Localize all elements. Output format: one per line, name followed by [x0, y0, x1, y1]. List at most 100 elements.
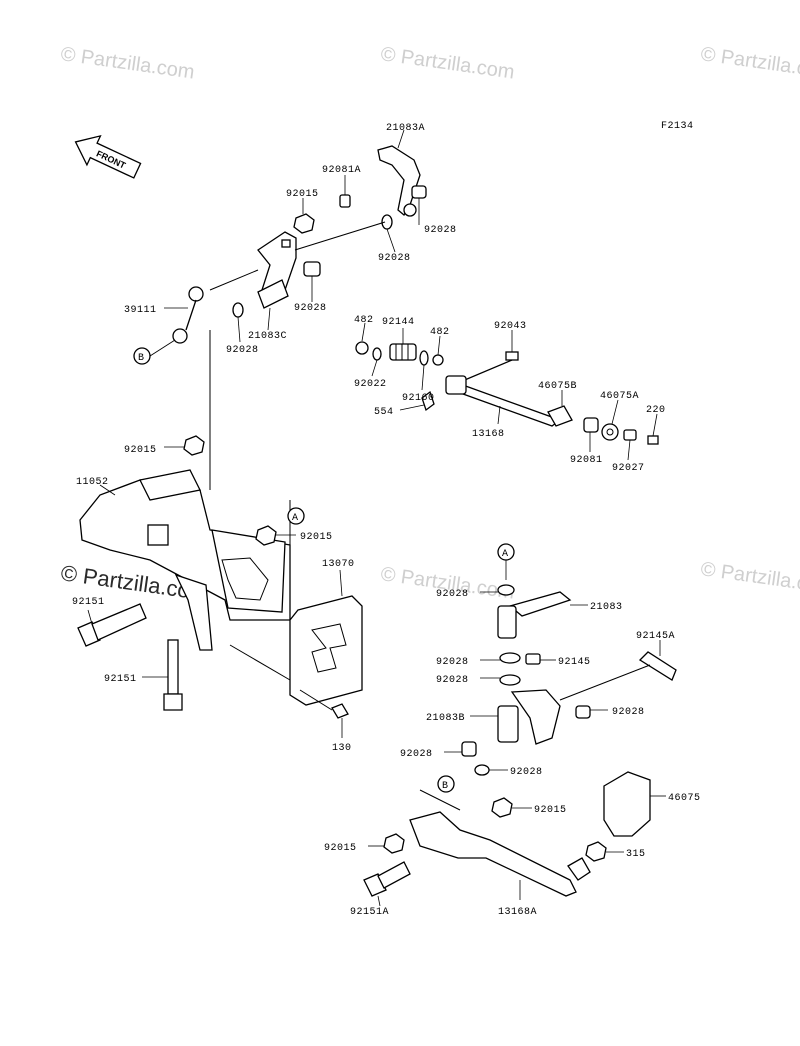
shaft-13168 [445, 375, 562, 427]
guide-line [229, 644, 291, 681]
nut-92015-low [491, 797, 532, 818]
front-arrow-icon: FRONT [74, 134, 142, 179]
part-number: 92015 [300, 532, 333, 543]
part-number: 92028 [436, 589, 469, 600]
bracket-21083B [470, 689, 561, 745]
part-number: 21083C [248, 331, 287, 342]
collar-92028-i [444, 741, 477, 757]
washer-92022 [371, 347, 382, 377]
part-number: 92027 [612, 463, 645, 474]
collar-92028-h [575, 705, 608, 719]
shift-arm-21083A [377, 129, 421, 217]
callout-B-left-circle: B [133, 347, 151, 365]
part-number: 92028 [424, 225, 457, 236]
part-number: 92015 [124, 445, 157, 456]
collar-92027 [623, 429, 637, 461]
part-number: 92015 [286, 189, 319, 200]
callout-B-bottom-circle: B [437, 775, 455, 793]
svg-text:B: B [138, 353, 145, 364]
part-number: 315 [626, 849, 646, 860]
part-number: 13168A [498, 907, 537, 918]
spring-92145 [525, 653, 556, 665]
bolt-92043 [459, 330, 519, 383]
callout-A-top-circle: A [287, 507, 305, 525]
sleeve-21083C [257, 279, 289, 331]
spring-92145A [638, 640, 677, 681]
nut-92015-mid [164, 435, 205, 456]
pin-554 [399, 390, 435, 412]
washer-92160 [419, 350, 429, 391]
part-number: 554 [374, 407, 394, 418]
spring-92144 [389, 328, 417, 361]
part-number: 13168 [472, 429, 505, 440]
nut-92015-right [255, 525, 296, 546]
part-number: 482 [354, 315, 374, 326]
collar-92028-f [480, 652, 521, 664]
part-number: 39111 [124, 305, 157, 316]
clip-482-right [432, 335, 444, 366]
part-number: 92028 [400, 749, 433, 760]
link-rod [209, 269, 259, 291]
rod-end-39111 [149, 286, 204, 357]
washer-92028-d [232, 302, 244, 343]
part-number: 92160 [402, 393, 435, 404]
part-number: 92145A [636, 631, 675, 642]
guide-line [294, 221, 386, 251]
svg-text:A: A [292, 513, 299, 524]
part-number: 92043 [494, 321, 527, 332]
part-number: 92028 [294, 303, 327, 314]
part-number: 13070 [322, 559, 355, 570]
part-number: 92151A [350, 907, 389, 918]
part-number: 482 [430, 327, 450, 338]
part-number: 46075 [668, 793, 701, 804]
knob-46075A [601, 399, 619, 441]
part-number: 46075A [600, 391, 639, 402]
part-number: 220 [646, 405, 666, 416]
spring-pin-92081A [339, 175, 351, 208]
part-number: 46075B [538, 381, 577, 392]
plate-13070 [289, 569, 363, 706]
knob-46075 [603, 771, 666, 837]
part-number: 92144 [382, 317, 415, 328]
guide-line [559, 664, 651, 701]
svg-text:A: A [502, 549, 509, 560]
bushing-92028-mid [381, 214, 396, 253]
part-number: 21083B [426, 713, 465, 724]
part-number: 92028 [226, 345, 259, 356]
bolt-92151-horizontal [77, 603, 147, 647]
callout-A-bottom-circle: A [497, 543, 515, 580]
watermark: © Partzilla.com [699, 43, 800, 84]
part-number: 92022 [354, 379, 387, 390]
part-number: 92081 [570, 455, 603, 466]
part-number: 92028 [378, 253, 411, 264]
pedal-13168A [409, 811, 591, 900]
watermark: © Partzilla.com [379, 43, 516, 84]
screw-130 [299, 689, 349, 738]
collar-92028-top [411, 185, 427, 225]
part-number: 92151 [104, 674, 137, 685]
watermark: © Partzilla.com [699, 558, 800, 599]
nut-92015-top [293, 198, 315, 234]
part-number: 21083A [386, 123, 425, 134]
nut-315 [585, 841, 624, 862]
part-number: 92081A [322, 165, 361, 176]
part-number: 92151 [72, 597, 105, 608]
guide-line [419, 789, 461, 811]
figure-code: F2134 [661, 121, 694, 132]
part-number: 92145 [558, 657, 591, 668]
part-number: 92028 [612, 707, 645, 718]
part-number: 92028 [510, 767, 543, 778]
arm-21083 [497, 591, 588, 639]
collar-92028-g [480, 674, 521, 686]
spring-92081 [583, 417, 599, 452]
part-number: 92028 [436, 675, 469, 686]
watermark: © Partzilla.com [59, 43, 196, 84]
nut-92015-left [368, 833, 405, 854]
clip-482-left [355, 322, 369, 355]
bolt-92151A [363, 861, 411, 907]
bushing-46075B [547, 390, 573, 427]
part-number: 92015 [324, 843, 357, 854]
washer-92028-e [480, 584, 515, 596]
